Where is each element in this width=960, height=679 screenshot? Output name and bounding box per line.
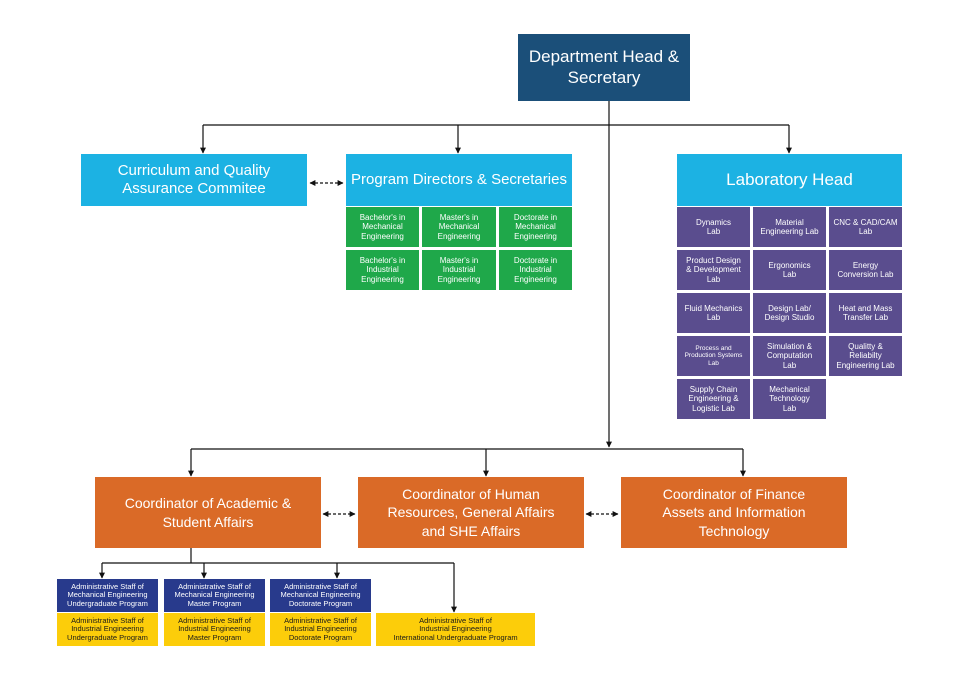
admin-mechanical-box: Administrative Staff of Mechanical Engin… bbox=[270, 579, 371, 612]
admin-mechanical-box: Administrative Staff of Mechanical Engin… bbox=[164, 579, 265, 612]
lab-box: Energy Conversion Lab bbox=[829, 250, 902, 290]
laboratory-head-box: Laboratory Head bbox=[677, 154, 902, 206]
admin-industrial-box: Administrative Staff of Industrial Engin… bbox=[270, 613, 371, 646]
program-box: Bachelor's in Industrial Engineering bbox=[346, 250, 419, 290]
lab-box: Qualitty & Reliabilty Engineering Lab bbox=[829, 336, 902, 376]
program-box: Bachelor's in Mechanical Engineering bbox=[346, 207, 419, 247]
curriculum-committee-box: Curriculum and Quality Assurance Commite… bbox=[81, 154, 307, 206]
lab-box: Ergonomics Lab bbox=[753, 250, 826, 290]
program-box: Doctorate in Mechanical Engineering bbox=[499, 207, 572, 247]
lab-box: Heat and Mass Transfer Lab bbox=[829, 293, 902, 333]
lab-box: Fluid Mechanics Lab bbox=[677, 293, 750, 333]
lab-box: Design Lab/ Design Studio bbox=[753, 293, 826, 333]
lab-box: Simulation & Computation Lab bbox=[753, 336, 826, 376]
lab-box: Product Design & Development Lab bbox=[677, 250, 750, 290]
lab-box: Supply Chain Engineering & Logistic Lab bbox=[677, 379, 750, 419]
department-head-box: Department Head & Secretary bbox=[518, 34, 690, 101]
program-box: Master's in Industrial Engineering bbox=[422, 250, 496, 290]
admin-industrial-box: Administrative Staff of Industrial Engin… bbox=[57, 613, 158, 646]
coordinator-hr-box: Coordinator of Human Resources, General … bbox=[358, 477, 584, 548]
admin-mechanical-box: Administrative Staff of Mechanical Engin… bbox=[57, 579, 158, 612]
coordinator-finance-box: Coordinator of Finance Assets and Inform… bbox=[621, 477, 847, 548]
program-box: Doctorate in Industrial Engineering bbox=[499, 250, 572, 290]
lab-box: Material Engineering Lab bbox=[753, 207, 826, 247]
program-box: Master's in Mechanical Engineering bbox=[422, 207, 496, 247]
admin-industrial-box: Administrative Staff of Industrial Engin… bbox=[376, 613, 535, 646]
lab-box: Dynamics Lab bbox=[677, 207, 750, 247]
coordinator-academic-box: Coordinator of Academic & Student Affair… bbox=[95, 477, 321, 548]
lab-box: CNC & CAD/CAM Lab bbox=[829, 207, 902, 247]
admin-industrial-box: Administrative Staff of Industrial Engin… bbox=[164, 613, 265, 646]
lab-box: Mechanical Technology Lab bbox=[753, 379, 826, 419]
program-directors-box: Program Directors & Secretaries bbox=[346, 154, 572, 206]
lab-box: Process and Production Systems Lab bbox=[677, 336, 750, 376]
